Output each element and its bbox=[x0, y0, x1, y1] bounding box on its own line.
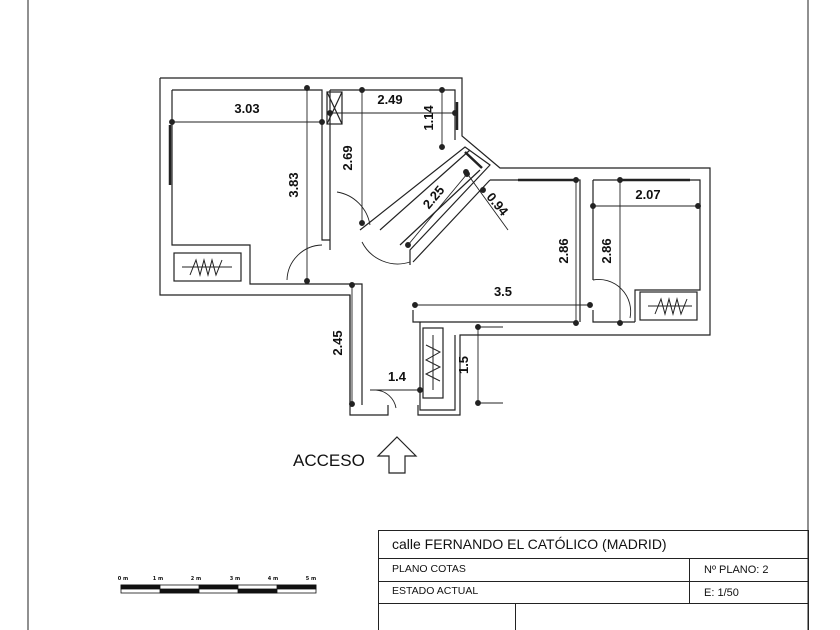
dim-living-height: 2.86 bbox=[556, 238, 571, 263]
dim-hall-width: 0.94 bbox=[484, 190, 512, 220]
dim-bedroom2-width: 2.07 bbox=[635, 187, 660, 202]
dim-bath-height: 2.69 bbox=[340, 145, 355, 170]
dim-window-depth: 1.14 bbox=[421, 105, 436, 131]
dim-bedroom2-height: 2.86 bbox=[599, 238, 614, 263]
scale-bar bbox=[120, 584, 317, 594]
scale-labels: 0 m 1 m 2 m 3 m 4 m 5 m bbox=[118, 576, 316, 582]
scale-label: 5 m bbox=[306, 576, 316, 582]
title-address: calle FERNANDO EL CATÓLICO (MADRID) bbox=[392, 536, 667, 552]
title-state: ESTADO ACTUAL bbox=[392, 585, 479, 597]
scale-label: 3 m bbox=[230, 576, 240, 582]
closet-hatch bbox=[182, 258, 692, 390]
title-scale: E: 1/50 bbox=[704, 587, 739, 599]
dim-living-width: 3.5 bbox=[494, 284, 512, 299]
dim-corridor-length: 2.45 bbox=[330, 330, 345, 355]
access-arrow-icon bbox=[376, 436, 418, 474]
title-plan-number: Nº PLANO: 2 bbox=[704, 564, 769, 576]
dimension-labels: 3.03 3.83 2.49 2.69 1.14 2.25 0.94 2.86 … bbox=[234, 92, 660, 384]
dim-bath-width: 2.49 bbox=[377, 92, 402, 107]
scale-label: 0 m bbox=[118, 576, 128, 582]
door-swings bbox=[286, 191, 632, 409]
dim-closet-length: 1.5 bbox=[456, 356, 471, 374]
dim-entry-width: 1.4 bbox=[388, 369, 407, 384]
title-plan-type: PLANO COTAS bbox=[392, 563, 466, 575]
scale-label: 4 m bbox=[268, 576, 278, 582]
walls bbox=[159, 77, 711, 416]
dim-bedroom-width: 3.03 bbox=[234, 101, 259, 116]
sheet-border bbox=[27, 0, 809, 630]
access-label: ACCESO bbox=[293, 451, 365, 470]
windows bbox=[168, 102, 690, 185]
scale-label: 2 m bbox=[191, 576, 201, 582]
dimension-lines bbox=[169, 85, 701, 407]
scale-label: 1 m bbox=[153, 576, 163, 582]
dim-hall-diagonal: 2.25 bbox=[420, 183, 448, 212]
title-block-frame bbox=[378, 530, 809, 630]
dim-bedroom-height: 3.83 bbox=[286, 172, 301, 197]
